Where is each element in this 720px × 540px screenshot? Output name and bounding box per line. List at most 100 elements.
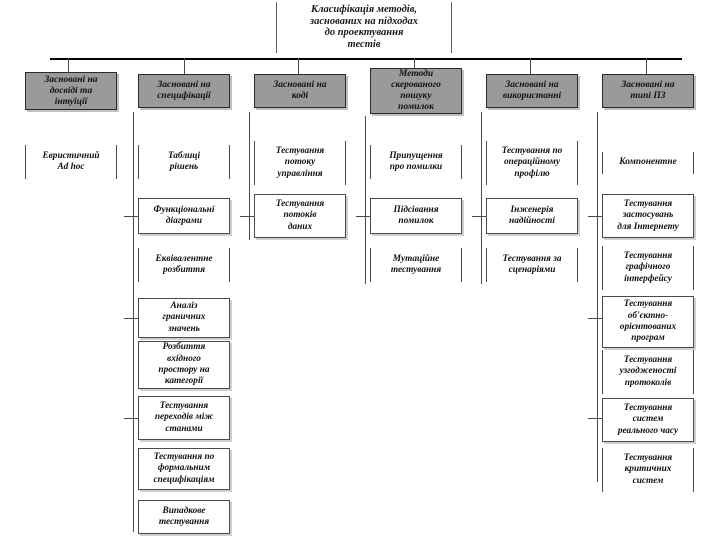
leaf-line: Аналіз <box>170 300 198 311</box>
leaf-line: Тестування <box>623 250 673 261</box>
leaf-line: операційному <box>503 157 561 168</box>
leaf-line: станами <box>165 423 203 434</box>
header-line: скерованого <box>391 80 441 90</box>
leaf-line: Тестування <box>159 400 209 411</box>
leaf-line: Тестування за <box>502 253 562 264</box>
leaf-line: застосувань <box>622 210 674 221</box>
leaf-line: помилок <box>398 216 434 226</box>
leaf-heuristic-ad-hoc[interactable]: Евристичний Ad hoc <box>25 145 117 179</box>
leaf-boundary-value-analysis[interactable]: Аналіз граничних значень <box>138 298 230 338</box>
leaf-state-transition-testing[interactable]: Тестування переходів між станами <box>138 396 230 440</box>
leaf-scenario-testing[interactable]: Тестування за сценаріями <box>486 248 578 282</box>
leaf-line: Тестування по <box>153 451 215 462</box>
leaf-line: управління <box>277 168 323 179</box>
tick-column-2-a <box>124 216 138 217</box>
leaf-line: Тестування <box>275 198 325 209</box>
tick-column-3-a <box>240 216 254 217</box>
leaf-line: тестування <box>158 517 210 527</box>
leaf-line: Підсівання <box>393 204 439 215</box>
leaf-gui-testing[interactable]: Тестування графічного інтерфейсу <box>602 246 694 290</box>
leaf-mutation-testing[interactable]: Мутаційне тестування <box>370 248 462 282</box>
leaf-line: Ad hoc <box>57 162 85 172</box>
leaf-object-oriented-testing[interactable]: Тестування об'єктно- орієнтованих програ… <box>602 296 694 348</box>
header-line: помилок <box>398 102 434 112</box>
leaf-line: реального часу <box>617 425 679 436</box>
leaf-line: потоків <box>283 210 317 221</box>
header-line: пошуку <box>400 91 432 101</box>
column-header-usage[interactable]: Засновані на використанні <box>486 74 578 108</box>
leaf-reliability-engineering[interactable]: Інженерія надійності <box>486 198 578 234</box>
header-line: типі ПЗ <box>630 91 666 101</box>
leaf-line: Тестування <box>623 354 673 365</box>
leaf-web-application-testing[interactable]: Тестування застосувань для Інтернету <box>602 194 694 238</box>
leaf-line: сценаріями <box>508 265 556 275</box>
leaf-line: Тестування <box>623 299 673 310</box>
spine-column-5 <box>481 112 482 284</box>
leaf-realtime-systems-testing[interactable]: Тестування систем реального часу <box>602 398 694 442</box>
tick-column-6-c <box>588 418 602 419</box>
tick-column-2-c <box>124 418 138 419</box>
column-header-specification[interactable]: Засновані на специфікації <box>138 74 230 108</box>
header-line: Засновані на <box>621 80 675 90</box>
leaf-formal-specification-testing[interactable]: Тестування по формальним специфікаціям <box>138 448 230 490</box>
column-header-code[interactable]: Засновані на коді <box>254 74 346 108</box>
leaf-equivalence-partitioning[interactable]: Еквівалентне розбиття <box>138 248 230 282</box>
tick-column-6-a <box>588 216 602 217</box>
title-line-4: тестів <box>347 38 381 50</box>
leaf-line: Евристичний <box>42 150 100 161</box>
leaf-line: рішень <box>169 162 199 172</box>
leaf-operational-profile-testing[interactable]: Тестування по операційному профілю <box>486 141 578 185</box>
leaf-decision-tables[interactable]: Таблиці рішень <box>138 145 230 179</box>
header-line: коді <box>291 91 309 101</box>
header-line: досвіді та <box>49 85 93 96</box>
column-header-experience[interactable]: Засновані на досвіді та інтуїції <box>25 72 117 110</box>
title-line-1: Класифікація методів, <box>310 4 418 15</box>
diagram-title: Класифікація методів, заснованих на підх… <box>276 2 452 54</box>
bus-connector <box>50 58 682 60</box>
leaf-error-guessing[interactable]: Припущення про помилки <box>370 145 462 179</box>
leaf-line: потоку <box>284 157 316 168</box>
leaf-error-seeding[interactable]: Підсівання помилок <box>370 198 462 234</box>
leaf-line: Таблиці <box>167 150 201 161</box>
leaf-line: для Інтернету <box>617 221 679 232</box>
header-line: Засновані на <box>273 80 327 90</box>
leaf-line: формальним <box>157 463 211 474</box>
spine-column-6 <box>597 112 598 482</box>
tick-column-6-b <box>588 318 602 319</box>
leaf-line: надійності <box>509 216 555 226</box>
header-line: Засновані на <box>44 74 98 85</box>
header-line: використанні <box>502 91 562 101</box>
leaf-control-flow-testing[interactable]: Тестування потоку управління <box>254 141 346 185</box>
leaf-line: розбиття <box>163 265 205 275</box>
header-line: інтуїції <box>54 96 88 107</box>
leaf-protocol-conformance-testing[interactable]: Тестування узгодженості протоколів <box>602 350 694 394</box>
leaf-line: переходів між <box>154 412 214 423</box>
leaf-line: Функціональні <box>153 204 215 215</box>
leaf-line: орієнтованих <box>619 322 677 332</box>
leaf-line: специфікаціям <box>153 474 215 485</box>
column-header-error-guessing[interactable]: Методи скерованого пошуку помилок <box>370 68 462 114</box>
leaf-functional-diagrams[interactable]: Функціональні діаграми <box>138 198 230 234</box>
header-line: Методи <box>398 69 434 79</box>
leaf-line: систем <box>632 414 664 425</box>
tick-column-4-a <box>356 216 370 217</box>
leaf-data-flow-testing[interactable]: Тестування потоків даних <box>254 194 346 238</box>
leaf-critical-systems-testing[interactable]: Тестування критичних систем <box>602 448 694 492</box>
leaf-random-testing[interactable]: Випадкове тестування <box>138 500 230 534</box>
leaf-line: Припущення <box>389 150 443 161</box>
leaf-line: про помилки <box>389 162 443 172</box>
leaf-component-testing[interactable]: Компонентне <box>602 152 694 174</box>
leaf-line: Інженерія <box>510 204 554 215</box>
leaf-line: Тестування по <box>501 145 563 156</box>
spine-column-4 <box>365 116 366 284</box>
leaf-line: об'єктно- <box>627 310 669 321</box>
leaf-input-space-categories[interactable]: Розбиття вхідного простору на категорії <box>138 341 230 389</box>
leaf-line: категорії <box>164 376 204 387</box>
column-header-software-type[interactable]: Засновані на типі ПЗ <box>602 74 694 108</box>
leaf-line: тестування <box>390 265 442 275</box>
tick-column-5-a <box>472 216 486 217</box>
leaf-line: граничних <box>162 312 206 323</box>
leaf-line: діаграми <box>165 216 203 226</box>
spine-column-2 <box>133 112 134 532</box>
